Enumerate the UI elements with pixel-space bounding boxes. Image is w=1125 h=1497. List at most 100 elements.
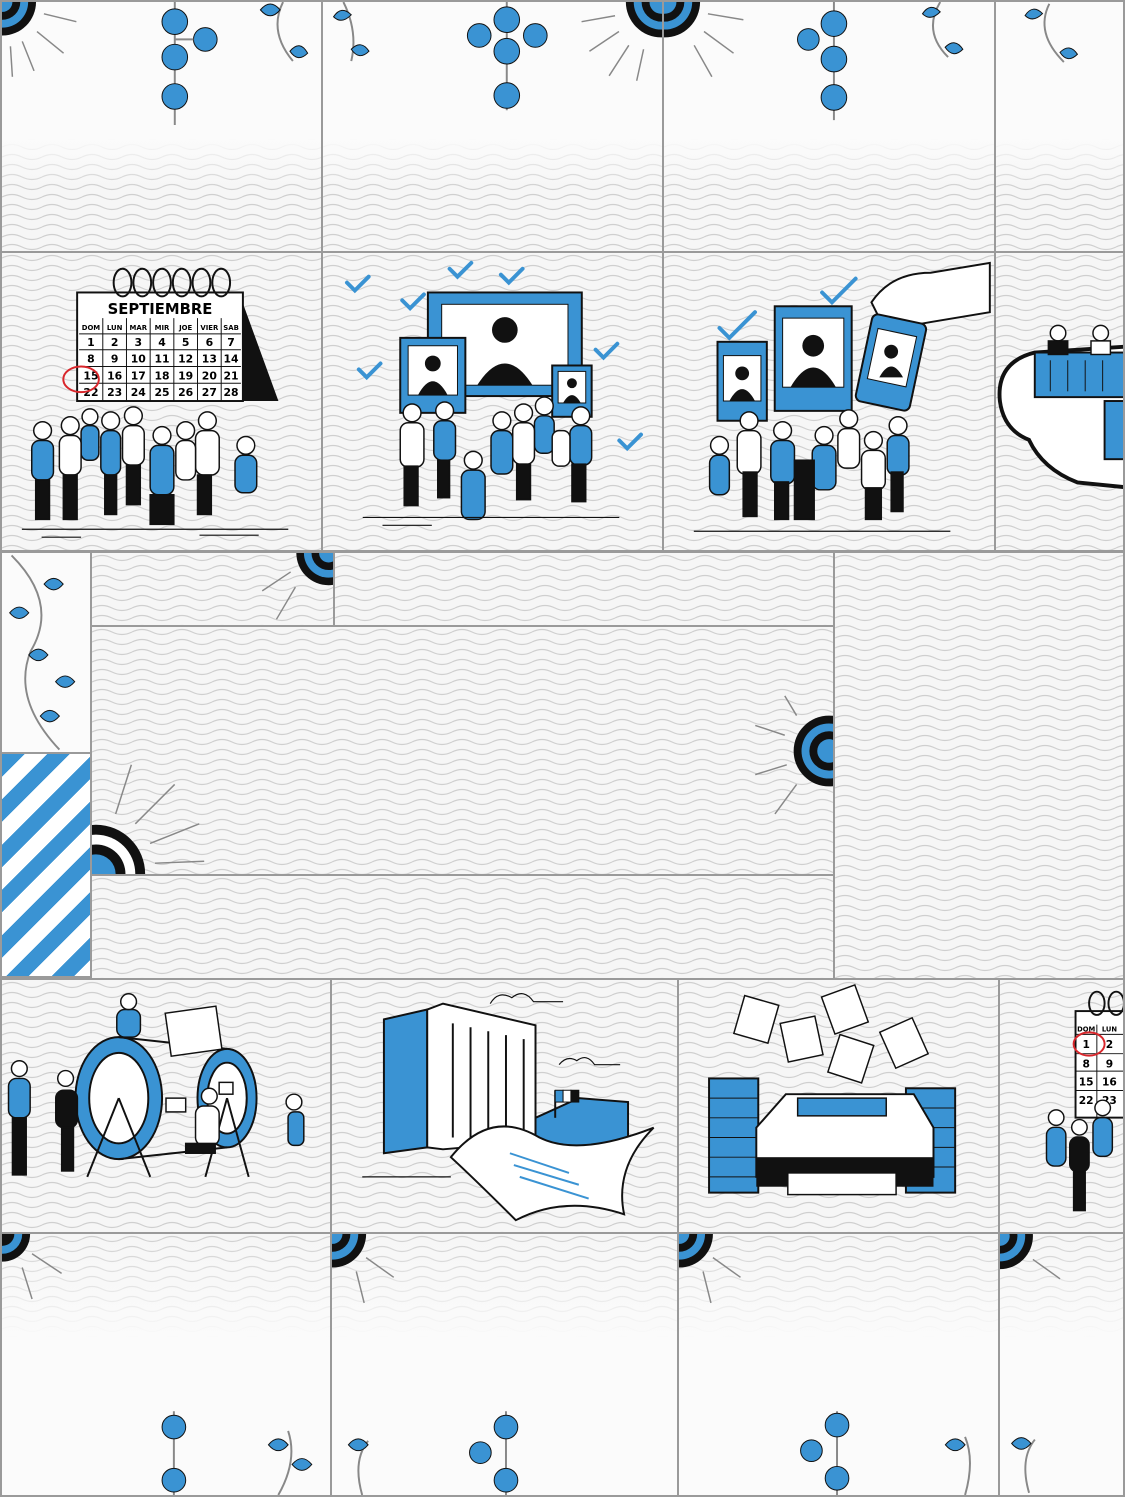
ballot-drum-icon (74, 1036, 258, 1178)
electoral-building-tile (330, 978, 679, 1234)
beaded-stem-icon (797, 2, 848, 121)
judges-bench-icon (1033, 351, 1123, 461)
vine-panel (0, 551, 92, 754)
crowd-illustration (21, 406, 289, 538)
crowd-illustration (1045, 1099, 1114, 1212)
calendar-day: 1 (87, 336, 95, 349)
phone-voting-tile (662, 251, 996, 552)
calendar-day: 7 (227, 336, 235, 349)
top-tile-2 (321, 0, 664, 253)
bottom-tile-4-art (1000, 1234, 1061, 1494)
chevron-pattern (0, 752, 92, 978)
portrait-frame-icon (399, 291, 593, 418)
calendar-day: 21 (224, 369, 239, 382)
phone-voting-illustration (693, 261, 991, 532)
weekday: LUN (1102, 1025, 1118, 1033)
checkmark-icon (717, 276, 858, 341)
calendar-day: 8 (1082, 1057, 1089, 1070)
calendar-day: 17 (131, 369, 146, 382)
calendar-day: 28 (224, 386, 239, 399)
hand-icon (870, 261, 991, 327)
calendar-day: 10 (131, 353, 147, 366)
calendar-day: 6 (206, 336, 214, 349)
leaf-vine-icon (259, 2, 309, 62)
circled-date-marker (62, 365, 100, 394)
weekday: JOE (178, 324, 192, 332)
lottery-drum-illustration (7, 993, 305, 1178)
calendar-day: 23 (107, 386, 122, 399)
calendar-day: 3 (135, 336, 143, 349)
leaf-vine-icon (347, 1438, 369, 1495)
calendar-day: 26 (178, 386, 193, 399)
calendar-small-tile: DOM LUN 1 2 8 9 15 16 22 23 (998, 978, 1125, 1234)
judge-figures-icon (1047, 324, 1112, 356)
document-scroll-icon (449, 1125, 655, 1222)
center-band-top-left (90, 551, 335, 627)
flying-papers-icon (732, 984, 930, 1084)
sun-icon (581, 2, 662, 81)
calendar-day: 1 (1082, 1038, 1089, 1051)
calendar-day: 13 (202, 353, 217, 366)
calendar-day: 8 (87, 353, 95, 366)
crowd-illustration (693, 409, 951, 532)
portrait-frame-icon (716, 305, 853, 422)
calendar-rings-icon (112, 267, 232, 298)
calendar-day: 9 (111, 353, 119, 366)
electoral-building-illustration (362, 993, 655, 1222)
calendar-day: 4 (158, 336, 166, 349)
calendar-month: SEPTIEMBRE (108, 301, 213, 318)
calendar-day: 11 (154, 353, 169, 366)
weekday: LUN (107, 324, 123, 332)
court-tile (994, 251, 1125, 552)
people-icon (7, 993, 305, 1176)
sun-icon (664, 2, 744, 78)
top-tile-1-art (2, 2, 309, 126)
calendar-day: 18 (154, 369, 169, 382)
weekday: MAR (130, 324, 148, 332)
beaded-stem-icon (469, 1411, 519, 1495)
calendar-day: 2 (111, 336, 119, 349)
bottom-tile-4 (998, 1232, 1125, 1497)
center-band-top (333, 551, 835, 627)
sun-icon (755, 695, 833, 815)
calendar-days: 1 2 3 4 5 6 7 8 9 10 11 12 13 14 15 16 1… (83, 336, 239, 399)
leaf-vine-icon (267, 1430, 313, 1495)
weekday: DOM (1077, 1025, 1095, 1033)
beaded-stem-icon (800, 1411, 850, 1495)
right-band-panel (833, 551, 1125, 980)
beaded-stem-icon (161, 2, 218, 126)
leaf-vine-icon (921, 2, 964, 58)
beaded-stem-icon (466, 2, 548, 111)
bottom-tile-2-art (332, 1234, 519, 1495)
leaf-vine-icon (944, 1436, 971, 1495)
sun-icon (261, 553, 333, 620)
calendar-day: 19 (178, 369, 193, 382)
sun-icon (2, 2, 77, 77)
calendar-day: 15 (83, 369, 98, 382)
calendar-day: 2 (1106, 1038, 1113, 1051)
calendar-day: 24 (131, 386, 147, 399)
top-tile-4 (994, 0, 1125, 253)
calendar-day: 16 (1102, 1076, 1117, 1089)
calendar-day: 16 (107, 369, 122, 382)
sun-icon (332, 1234, 395, 1304)
sun-icon (1000, 1234, 1061, 1280)
calendar-day: 27 (202, 386, 217, 399)
calendar-day: 12 (178, 353, 193, 366)
calendar-tile: SEPTIEMBRE DOM LUN MAR MIR JOE VIER SAB … (0, 251, 323, 552)
circled-date-marker (1072, 1031, 1106, 1057)
leaf-vine-icon (9, 554, 76, 751)
printer-icon (755, 1093, 935, 1196)
paper-icon (164, 1005, 234, 1113)
candidates-screens-tile (321, 251, 664, 552)
top-tile-3-art (664, 2, 964, 121)
calendar-illustration: SEPTIEMBRE DOM LUN MAR MIR JOE VIER SAB … (21, 267, 289, 538)
desk-calendar-icon (76, 267, 279, 402)
calendar-day: 22 (1079, 1094, 1094, 1107)
weekday: SAB (223, 324, 239, 332)
calendar-day: 15 (1079, 1076, 1094, 1089)
crowd-illustration (362, 396, 620, 526)
phone-icon (854, 313, 928, 412)
checkmark-icon (344, 260, 643, 452)
sun-icon (679, 1234, 741, 1304)
